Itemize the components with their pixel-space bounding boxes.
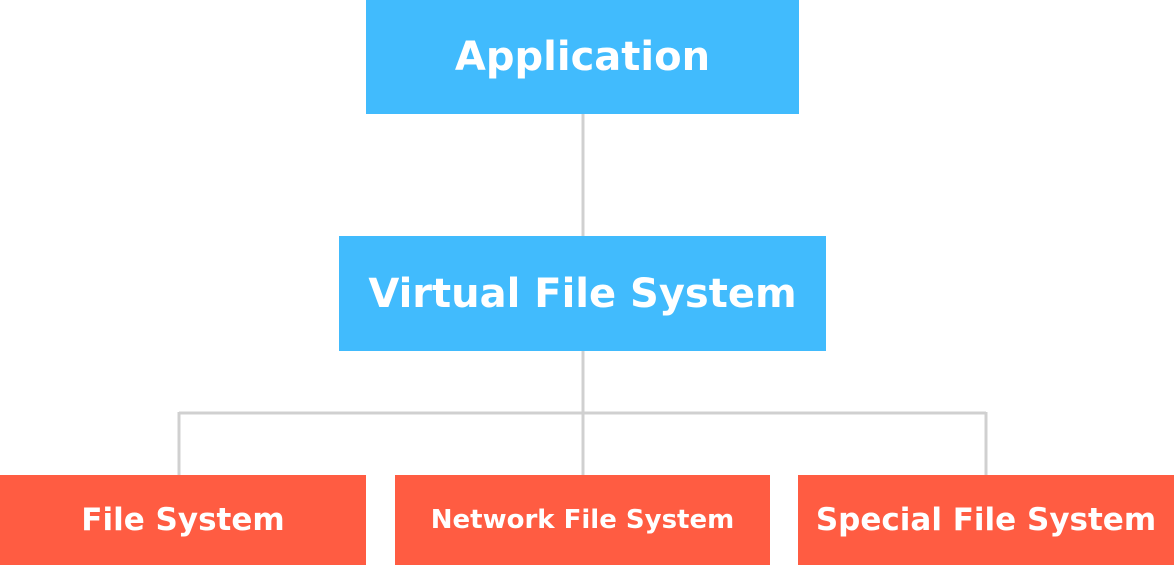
network-file-system-node: Network File System <box>395 475 770 565</box>
application-node: Application <box>366 0 799 114</box>
virtual-file-system-node: Virtual File System <box>339 236 826 351</box>
file-system-node: File System <box>0 475 366 565</box>
special-file-system-node: Special File System <box>798 475 1174 565</box>
